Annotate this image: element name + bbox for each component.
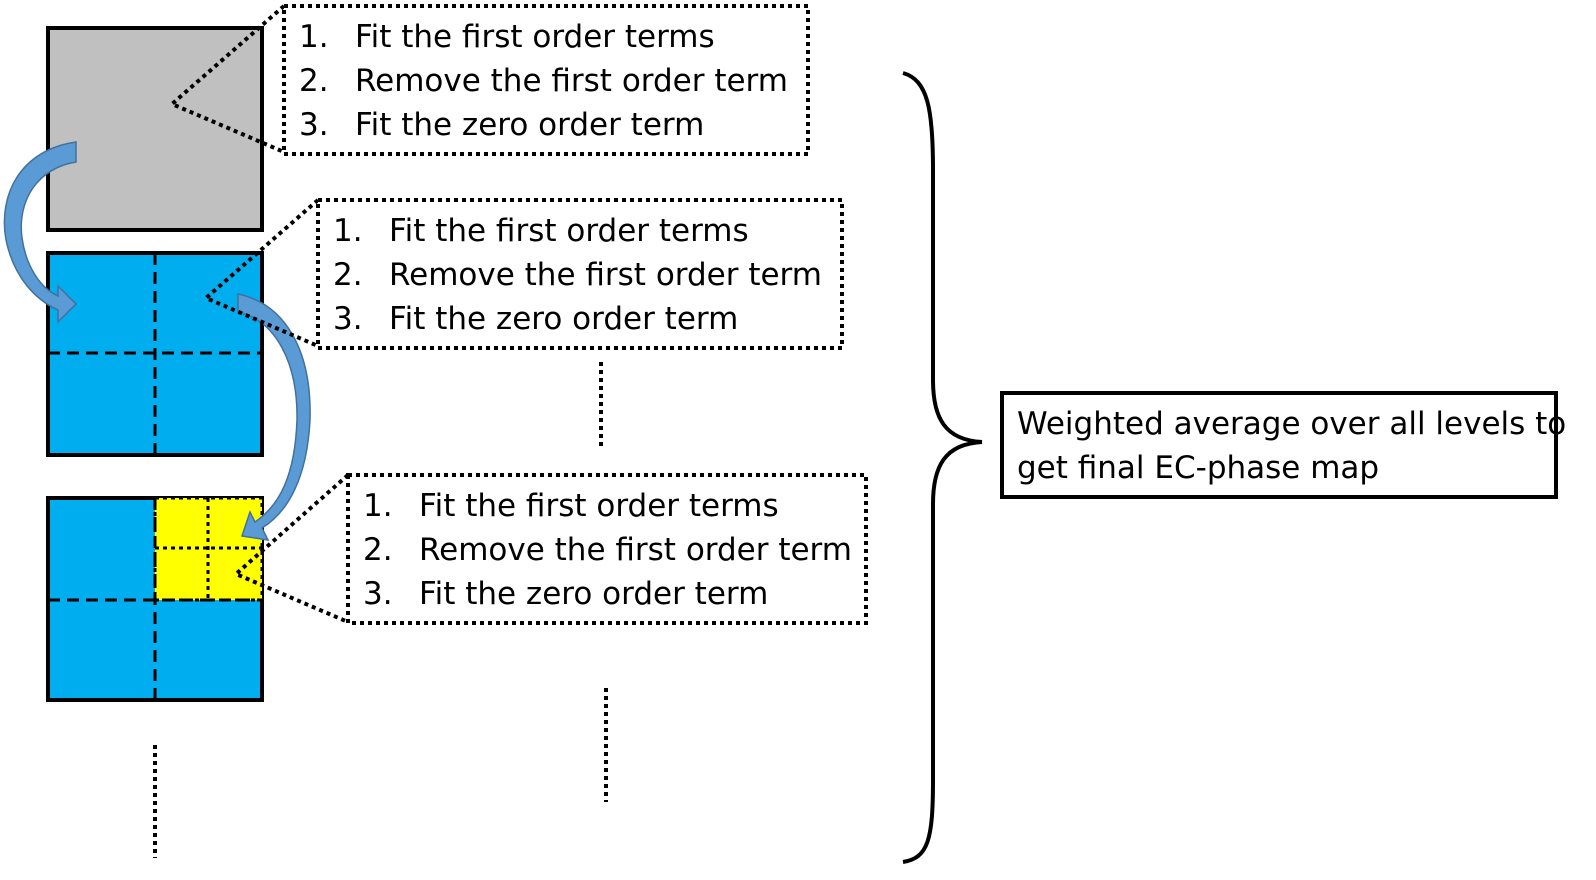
callout-0-step-3-text: Fit the zero order term <box>355 107 704 143</box>
callout-0-pointer <box>168 4 286 154</box>
callout-2-step-2-num: 2. <box>363 532 393 568</box>
curly-brace <box>902 71 983 864</box>
callout-0-step-2-text: Remove the first order term <box>355 63 788 99</box>
callout-2-step-1-text: Fit the first order terms <box>419 488 779 524</box>
result-line-1: Weighted average over all levels to <box>1017 406 1566 442</box>
callout-2-pointer <box>232 473 350 624</box>
callout-2-step-3-text: Fit the zero order term <box>419 576 768 612</box>
callout-1-step-1-num: 1. <box>333 213 363 249</box>
callout-1-step-2-num: 2. <box>333 257 363 293</box>
callout-2-step-3-num: 3. <box>363 576 393 612</box>
arrow-level-0-to-1-icon <box>3 141 78 324</box>
arrow-level-1-to-2-icon <box>237 293 311 541</box>
callout-2-step-2-text: Remove the first order term <box>419 532 852 568</box>
level-1-square <box>46 251 264 457</box>
callout-0-box <box>282 4 810 156</box>
result-line-2: get final EC-phase map <box>1017 450 1379 486</box>
level-2-square <box>46 496 264 702</box>
callout-1-step-2-text: Remove the first order term <box>389 257 822 293</box>
callout-1-pointer <box>202 198 320 348</box>
callout-0-step-1-num: 1. <box>299 19 329 55</box>
result-box <box>1000 391 1558 499</box>
callout-0-step-3-num: 3. <box>299 107 329 143</box>
callout-2-box <box>346 473 868 625</box>
callout-0-step-2-num: 2. <box>299 63 329 99</box>
callout-2-step-1-num: 1. <box>363 488 393 524</box>
callout-0-step-1-text: Fit the first order terms <box>355 19 715 55</box>
callout-1-step-3-text: Fit the zero order term <box>389 301 738 337</box>
callout-1-box <box>316 198 844 350</box>
callout-1-step-1-text: Fit the first order terms <box>389 213 749 249</box>
callout-1-step-3-num: 3. <box>333 301 363 337</box>
